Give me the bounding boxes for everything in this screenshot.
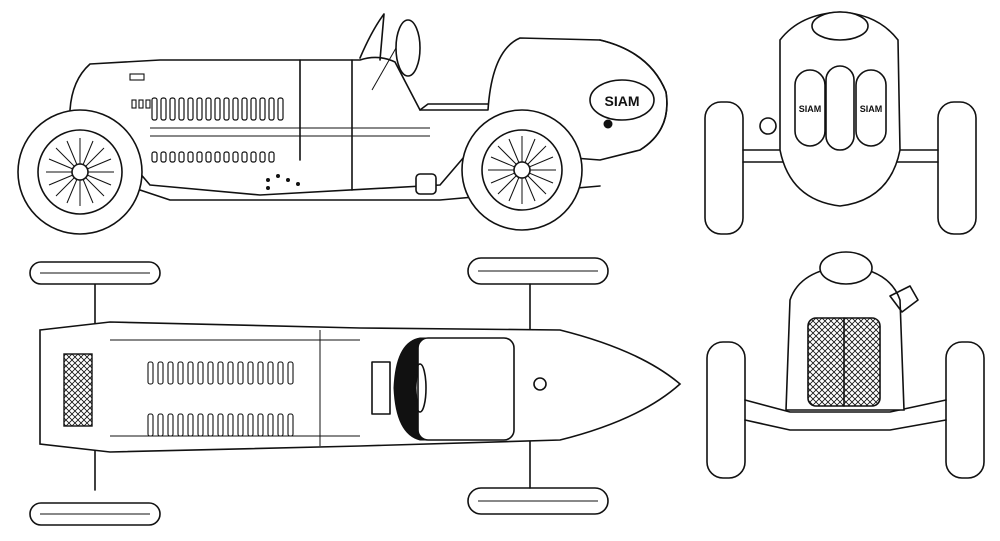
front-view-right-tyre [937, 101, 977, 235]
front-view-cowl [811, 11, 869, 41]
rear-view-left-tyre [706, 341, 746, 479]
top-rear-left-wheel [467, 257, 609, 285]
top-body-outline [39, 321, 682, 453]
front-view-left-panel [794, 69, 826, 147]
front-view-left-logo: SIAM [799, 104, 822, 114]
top-louvres [147, 361, 294, 437]
front-view: SIAM SIAM [704, 11, 977, 235]
steering-wheel-side [395, 19, 421, 77]
steering-wheel-top [413, 363, 427, 413]
side-fuel-cap [603, 119, 613, 129]
rear-view-filler [889, 285, 919, 313]
top-rear-right-wheel [467, 487, 609, 515]
rear-view-axle [744, 399, 947, 431]
top-windscreen [371, 361, 391, 415]
side-canister [415, 173, 437, 195]
top-fuel-cap [533, 377, 547, 391]
front-view-right-panel [855, 69, 887, 147]
side-logo-roundel [589, 79, 655, 121]
rear-view-right-tyre [945, 341, 985, 479]
steering-column [371, 47, 397, 91]
top-view [29, 257, 682, 526]
front-view-lamp [759, 117, 777, 135]
top-front-left-wheel [29, 261, 161, 285]
rear-wheel-side [461, 109, 583, 231]
side-louvres-upper [151, 97, 284, 121]
front-wheel-side [17, 109, 143, 235]
top-radiator-grille [63, 353, 93, 427]
top-front-right-wheel [29, 502, 161, 526]
top-seat [417, 337, 515, 441]
side-view: SIAM [17, 13, 668, 235]
rear-view-headrest [819, 251, 873, 285]
front-view-center-opening [825, 65, 855, 151]
side-cockpit [359, 13, 489, 111]
side-louvres-lower [151, 151, 275, 163]
rear-view [706, 251, 985, 479]
side-rivets [266, 174, 300, 190]
side-tail [599, 39, 668, 151]
side-logo-text: SIAM [605, 93, 640, 109]
side-front-vents [129, 73, 151, 109]
front-view-left-tyre [704, 101, 744, 235]
front-view-right-logo: SIAM [860, 104, 883, 114]
